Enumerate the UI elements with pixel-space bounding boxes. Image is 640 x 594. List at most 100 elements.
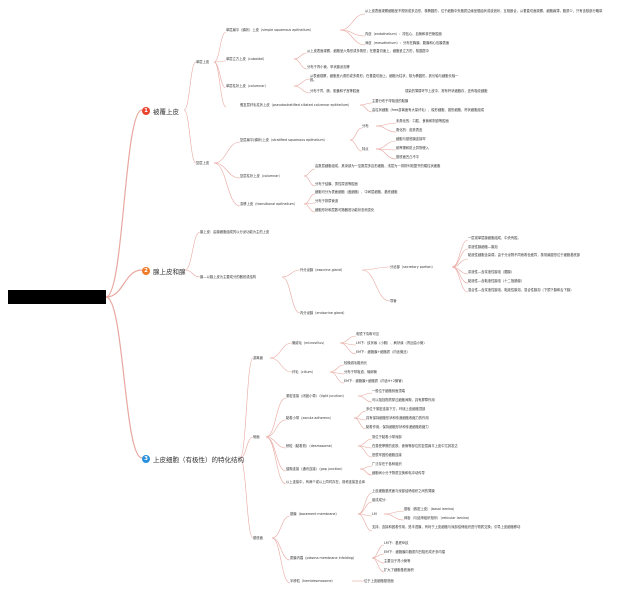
node[interactable]: 基底面 — [253, 536, 263, 540]
node[interactable]: 特点 — [362, 147, 369, 151]
node[interactable]: 从表面观察，细胞呈六角形或多角形；在垂直切面上，细胞为柱状，核为椭圆形，其长轴与… — [310, 74, 459, 82]
node[interactable]: EM下：细胞膜+细胞质（内含9+2微管） — [344, 379, 405, 383]
node[interactable]: 间皮（mesothelium）：分布在胸膜、腹膜和心包膜表面 — [365, 41, 450, 45]
connector-line — [451, 266, 469, 284]
node[interactable]: 导管 — [390, 299, 397, 303]
node[interactable]: 电镜下清晰可见 — [356, 332, 380, 336]
node[interactable]: LM下：纹状缘（小肠）、刷状缘（肾近曲小管） — [356, 341, 427, 345]
node[interactable]: 从上皮表面观察，细胞呈六角形或多角形；在垂直切面上，细胞呈立方形，核圆居中 — [307, 49, 429, 53]
node[interactable]: 复层柱状上皮（columnar） — [240, 174, 282, 178]
connector-line — [269, 357, 293, 373]
connector-line — [329, 364, 345, 373]
node[interactable]: 微绒毛（microvillus） — [292, 341, 327, 345]
node[interactable]: 缝隙连接（通讯连接）（gap junction） — [286, 467, 345, 471]
node[interactable]: 耐摩擦和防止异物侵入 — [396, 146, 429, 150]
node[interactable]: 分布于胃、肠、胆囊和子宫等腔面 — [310, 89, 360, 93]
connector-line — [105, 296, 143, 459]
node[interactable]: 一般位于细胞侧面顶端 — [372, 389, 405, 393]
node[interactable]: 常位于黏着小带深部 — [372, 435, 402, 439]
node[interactable]: 可以阻挡物质穿过细胞间隙，具有屏障作用 — [372, 398, 435, 402]
node[interactable]: 主要分布于呼吸道的黏膜 — [372, 99, 409, 103]
node[interactable]: 单层柱状上皮（columnar） — [226, 84, 268, 88]
node[interactable]: 角化的：皮肤表皮 — [396, 128, 423, 132]
node[interactable]: 在易受摩擦的皮肤、食管等部位的复层扁平上皮中尤其发达 — [372, 444, 458, 448]
node[interactable]: 变移上皮（transitional epithelium） — [240, 202, 298, 206]
node[interactable]: 分布于结膜、男性尿道等腔面 — [315, 182, 358, 186]
node[interactable]: 基板（致密上皮）（basal lamina） — [404, 507, 457, 511]
connector-line — [339, 342, 357, 355]
node[interactable]: 黏液性—含黏液性腺泡（十二指肠腺） — [468, 279, 525, 283]
node[interactable]: 游离面 — [253, 356, 263, 360]
node[interactable]: LM下：基底纵纹 — [384, 541, 409, 545]
node[interactable]: 由柱状细胞（free游离面有大量纤毛）、梭形细胞、锥形细胞、杯状细胞组成 — [372, 108, 484, 112]
node[interactable]: 从上皮表面观察细胞呈不规则或多边形，核椭圆形，位于细胞中央胞质边缘呈锯齿状或波浪… — [365, 9, 603, 13]
connector-line — [271, 537, 291, 584]
connector-line — [361, 269, 391, 302]
node[interactable]: 单层扁平（鳞状）上皮（simple squamous epithelium） — [226, 28, 314, 32]
central-topic[interactable] — [8, 290, 106, 304]
node[interactable]: 黏液性细胞含染弱，由于分泌物不同而着色差异，核常扁圆形位于细胞基底部 — [468, 253, 581, 257]
node[interactable]: 支持、连接和固着作用，是半透膜，有利于上皮细胞与深部结缔组织进行物质交换；引导上… — [372, 525, 521, 529]
node[interactable]: 上皮细胞基底面与深部结缔组织之间的薄膜 — [372, 489, 435, 493]
connector-line — [371, 557, 385, 573]
node[interactable]: 单层上皮 — [196, 60, 210, 64]
node[interactable]: 半桥粒（hemidesmosome） — [290, 579, 335, 583]
node[interactable]: 侧面 — [253, 435, 260, 439]
node[interactable]: 质膜内褶（plasma membrane infolding） — [290, 556, 357, 560]
node[interactable]: 主要见于肾小管等 — [384, 559, 411, 563]
node[interactable]: 分布于呼吸道、输卵管 — [344, 370, 377, 374]
node[interactable]: LM — [372, 512, 377, 516]
node[interactable]: 未角化的：口腔、食管和阴道等腔面 — [396, 119, 449, 123]
node[interactable]: EM下：细胞膜+细胞质（内含微丝） — [356, 350, 410, 354]
node[interactable]: 是很牢固的细胞连接 — [372, 453, 402, 457]
connector-line — [383, 510, 405, 515]
branch-specialized-structures[interactable]: 3 上皮细胞（有极性）的特化结构 — [142, 454, 244, 464]
node[interactable]: 感染的薄弱环节上皮中，常有杯状细胞存，还有吸收细胞 — [405, 89, 488, 93]
node[interactable]: 细胞间小分子物质交换和电冲动传导 — [372, 471, 425, 475]
node[interactable]: 细胞可分为表面细胞（盖细胞）、中间层细胞、基底细胞 — [315, 190, 398, 194]
node[interactable]: 分布于肾小管、甲状腺滤泡等 — [307, 65, 350, 69]
node[interactable]: 基底面凹凸不平 — [396, 155, 420, 159]
branch-covering-epithelium[interactable]: 1 被覆上皮 — [142, 106, 179, 116]
node[interactable]: 分泌部（secretory portion） — [390, 265, 435, 269]
node[interactable]: 黏着作用，保持细胞形状和传递细胞收缩力 — [366, 425, 429, 429]
branch-glandular-epithelium[interactable]: 2 腺上皮和腺 — [142, 266, 186, 276]
node[interactable]: 黏着小带（zonula adherens） — [286, 416, 334, 420]
node[interactable]: 浆液性腺细胞—腺泡 — [468, 245, 498, 249]
node[interactable]: 腺上皮：由腺细胞组成的以分泌功能为主的上皮 — [200, 230, 270, 234]
connector-line — [357, 438, 373, 447]
node[interactable]: 以上连接中，有两个或以上同时存在，则称连接复合体 — [286, 480, 366, 484]
node[interactable]: 纤毛（cilium） — [292, 370, 316, 374]
node[interactable]: 桥粒（黏着斑）（desmosome） — [286, 444, 335, 448]
node[interactable]: 腺—以腺上皮为主要成分的器官或结构 — [200, 275, 257, 279]
node[interactable]: 外分泌腺（exocrine gland） — [300, 268, 345, 272]
node[interactable]: 混合性—含浆液性腺泡、黏液性腺泡、混合性腺泡（下颌下腺和舌下腺） — [468, 288, 574, 292]
node[interactable]: 分布于排尿管道 — [315, 199, 339, 203]
node[interactable]: 分布 — [362, 124, 369, 128]
node[interactable]: 网板（与结缔组织相邻）（reticular lamina） — [404, 516, 472, 520]
node[interactable]: 内分泌腺（endocrine gland） — [300, 311, 347, 315]
node[interactable]: 位于上皮细胞基底面 — [364, 579, 394, 583]
node[interactable]: 基膜（basement membrane） — [290, 512, 339, 516]
node[interactable]: 细胞与基底膜连接牢 — [396, 137, 426, 141]
node[interactable]: 扩大了细胞基底面积 — [384, 568, 414, 572]
node[interactable]: 细胞形状和层数可随器官功能状态而变化 — [315, 208, 375, 212]
node[interactable]: 复层上皮 — [196, 161, 210, 165]
connector-line — [293, 85, 311, 94]
node[interactable]: 由数层细胞组成，其深部为一至数层多边形细胞，浅层为一排排列较整齐的矮柱状细胞 — [315, 164, 441, 168]
node[interactable]: 复层扁平(鳞状)上皮（stratified squamous epitheliu… — [240, 138, 327, 142]
connector-line — [184, 269, 201, 278]
node[interactable]: 一层或单层腺细胞组成，中央有腔。 — [468, 236, 521, 240]
connector-line — [451, 266, 469, 293]
node[interactable]: 单层立方上皮（cuboidal） — [226, 57, 267, 61]
node[interactable]: 紧密连接（闭锁小带）（tight junction） — [286, 394, 346, 398]
node[interactable]: 具有保持细胞形状和传递细胞收缩力的作用 — [366, 416, 429, 420]
node[interactable]: 较微绒毛粗而长 — [344, 361, 368, 365]
node[interactable]: 组成成分： — [372, 498, 389, 502]
node[interactable]: 内皮（endothelium）：衬贴心、血管和淋巴管腔面 — [365, 32, 442, 36]
node[interactable]: 多位于紧密连接下方，环绕上皮细胞顶部 — [366, 407, 426, 411]
node[interactable]: 广泛存在于各种组织 — [372, 462, 402, 466]
node[interactable]: 浆液性—含浆液性腺泡（腮腺） — [468, 270, 515, 274]
node[interactable]: 假复层纤毛柱状上皮（pseudostratified ciliated colu… — [240, 103, 352, 107]
node[interactable]: EM下：细胞膜向胞质内凹陷形成许多内褶 — [384, 550, 445, 554]
